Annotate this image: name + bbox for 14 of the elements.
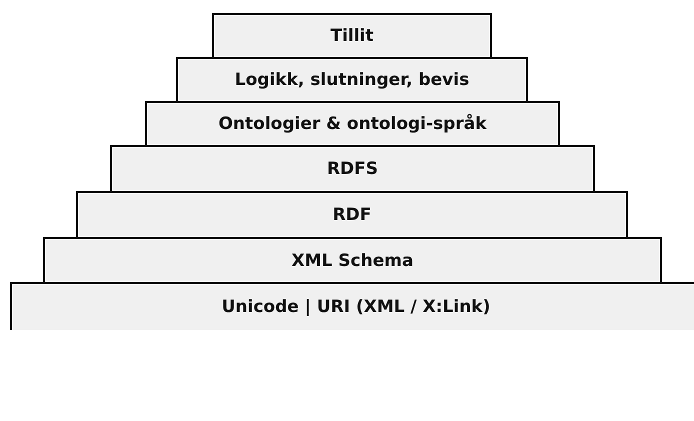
layer-label: Ontologier & ontologi-språk bbox=[218, 114, 487, 134]
layer-label: Tillit bbox=[330, 26, 374, 46]
layer-label: RDF bbox=[332, 205, 372, 225]
layer-box bbox=[176, 57, 528, 103]
layer-box bbox=[212, 13, 492, 59]
layer-label: RDFS bbox=[326, 159, 378, 179]
layer-label: Logikk, slutninger, bevis bbox=[234, 70, 470, 90]
layer-box bbox=[10, 282, 694, 330]
layer-box bbox=[43, 237, 662, 284]
layer-label: XML Schema bbox=[292, 250, 414, 270]
layer-box bbox=[76, 191, 628, 239]
layer-box bbox=[145, 101, 560, 147]
layer-label: Unicode | URI (XML / X:Link) bbox=[222, 297, 490, 317]
layer-box bbox=[110, 145, 595, 193]
